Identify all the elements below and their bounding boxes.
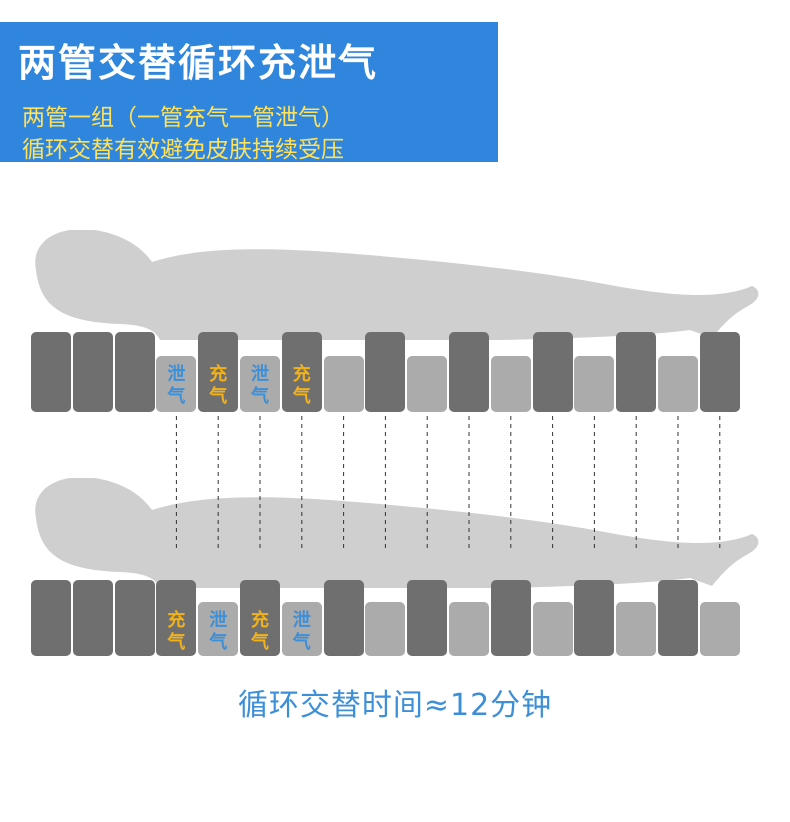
- bottom-body-silhouette: [35, 478, 759, 588]
- banner-subtitle-line-2: 循环交替有效避免皮肤持续受压: [22, 137, 344, 163]
- air-cell-dark: [31, 332, 71, 412]
- banner-subtitle-line-1: 两管一组（一管充气一管泄气）: [22, 105, 344, 131]
- inflate-label: 充气: [198, 364, 238, 408]
- deflate-label: 泄气: [240, 364, 280, 408]
- inflate-label-bottom-char: 气: [167, 632, 186, 653]
- air-cell-dark: [31, 580, 71, 656]
- inflate-label-top-char: 充: [209, 364, 228, 385]
- deflate-label-bottom-char: 气: [209, 632, 228, 653]
- deflate-label: 泄气: [282, 610, 322, 654]
- air-cell-light: [198, 602, 239, 656]
- air-cell-light: [407, 356, 448, 412]
- inflate-label-bottom-char: 气: [209, 386, 228, 407]
- air-cell-dark: [114, 332, 155, 412]
- deflate-label: 泄气: [156, 364, 196, 408]
- scene-top-mattress: 泄气充气泄气充气: [0, 230, 790, 420]
- air-cell-dark: [658, 580, 698, 656]
- air-cell-dark: [240, 580, 280, 656]
- deflate-label-bottom-char: 气: [292, 632, 311, 653]
- deflate-label: 泄气: [198, 610, 238, 654]
- air-cell-dark: [490, 580, 531, 656]
- air-cell-dark: [114, 580, 155, 656]
- air-cell-light: [490, 356, 531, 412]
- inflate-label: 充气: [240, 610, 280, 654]
- air-cell-light: [449, 602, 489, 656]
- air-cell-dark: [198, 332, 239, 412]
- air-cell-dark: [699, 332, 740, 412]
- body-outline: [35, 478, 759, 588]
- inflate-label-top-char: 充: [292, 364, 311, 385]
- air-cell-dark: [323, 580, 364, 656]
- air-cell-light: [658, 356, 698, 412]
- air-cell-light: [574, 356, 615, 412]
- deflate-label-top-char: 泄: [209, 610, 228, 631]
- air-cell-dark: [449, 332, 489, 412]
- body-outline: [35, 230, 759, 340]
- air-cell-dark: [156, 580, 197, 656]
- deflate-label-top-char: 泄: [167, 364, 186, 385]
- air-cell-light: [699, 602, 740, 656]
- cycle-time-caption: 循环交替时间≈12分钟: [237, 688, 553, 723]
- deflate-label-bottom-char: 气: [167, 386, 186, 407]
- air-cell-light: [532, 602, 573, 656]
- air-cell-light: [156, 356, 197, 412]
- banner-title: 两管交替循环充泄气: [18, 41, 379, 85]
- air-cell-dark: [616, 332, 657, 412]
- inflate-label-top-char: 充: [167, 610, 186, 631]
- air-cell-dark: [574, 580, 615, 656]
- air-cell-dark: [72, 332, 113, 412]
- inflate-label-bottom-char: 气: [251, 632, 269, 653]
- title-banner: 两管交替循环充泄气 两管一组（一管充气一管泄气） 循环交替有效避免皮肤持续受压: [0, 22, 498, 163]
- air-cell-dark: [365, 332, 406, 412]
- deflate-label-bottom-char: 气: [251, 386, 269, 407]
- inflate-label-bottom-char: 气: [292, 386, 311, 407]
- air-cell-dark: [532, 332, 573, 412]
- air-cell-dark: [407, 580, 448, 656]
- top-body-silhouette: [35, 230, 759, 340]
- deflate-label-top-char: 泄: [292, 610, 311, 631]
- air-cell-light: [616, 602, 657, 656]
- air-cell-dark: [281, 332, 322, 412]
- scene-bottom-mattress: 充气泄气充气泄气: [0, 478, 790, 668]
- air-cell-dark: [72, 580, 113, 656]
- air-cell-light: [281, 602, 322, 656]
- inflate-label-top-char: 充: [251, 610, 269, 631]
- deflate-label-top-char: 泄: [251, 364, 269, 385]
- inflate-label: 充气: [156, 610, 196, 654]
- inflate-label: 充气: [282, 364, 322, 408]
- air-cell-light: [323, 356, 364, 412]
- air-cell-light: [240, 356, 280, 412]
- air-cell-light: [365, 602, 406, 656]
